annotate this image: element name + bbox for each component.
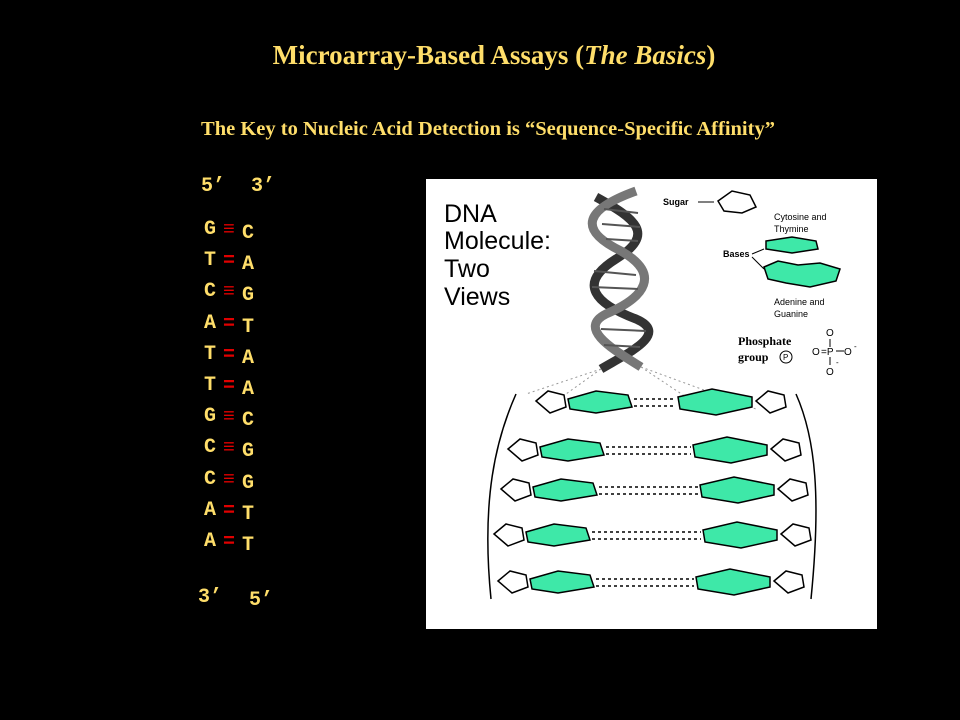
- figure-heading-3: Two: [444, 255, 490, 283]
- hydrogen-bond-9: ≡: [223, 468, 236, 492]
- title-italic: The Basics: [584, 40, 707, 70]
- phosphate-icon-letter: P: [783, 353, 788, 362]
- svg-text:=P: =P: [821, 347, 834, 358]
- svg-text:O: O: [826, 367, 834, 378]
- base-left-10: A: [204, 498, 217, 522]
- ladder-rung-3: [499, 476, 809, 504]
- hydrogen-bond-5: =: [223, 343, 236, 367]
- ladder-rung-4: [492, 521, 812, 549]
- strand-end-bottom-left: 3’: [198, 586, 223, 609]
- legend-adenine-line2: Guanine: [774, 309, 808, 319]
- hydrogen-bond-4: =: [223, 312, 236, 336]
- hydrogen-bond-11: =: [223, 531, 236, 554]
- figure-legend: Sugar Cytosine and Thymine Bases Adenine…: [663, 190, 857, 378]
- hydrogen-bond-3: ≡: [223, 281, 236, 305]
- base-right-6: A: [242, 378, 255, 401]
- base-left-4: A: [204, 311, 217, 335]
- legend-cytosine-line1: Cytosine and: [774, 212, 827, 222]
- legend-sugar-label: Sugar: [663, 197, 689, 207]
- right-backbone: [795, 393, 817, 600]
- base-left-8: C: [204, 436, 217, 460]
- purine-base-icon: [763, 260, 841, 288]
- base-right-10: T: [242, 502, 255, 526]
- base-right-2: A: [242, 253, 255, 277]
- base-right-7: C: [242, 409, 255, 433]
- base-left-6: T: [204, 374, 217, 397]
- slide-title: Microarray-Based Assays (The Basics): [0, 40, 960, 71]
- base-left-9: C: [204, 467, 217, 491]
- base-right-11: T: [242, 534, 255, 557]
- base-left-5: T: [204, 342, 217, 366]
- figure-heading-4: Views: [444, 283, 510, 311]
- legend-phosphate-line2: group: [738, 350, 769, 364]
- legend-adenine-line1: Adenine and: [774, 297, 825, 307]
- legend-bases-label: Bases: [723, 249, 750, 259]
- title-text: Microarray-Based Assays (: [272, 40, 585, 70]
- pyrimidine-base-icon: [765, 236, 819, 254]
- base-left-3: C: [204, 280, 217, 304]
- base-right-8: G: [242, 440, 255, 464]
- svg-text:-: -: [854, 342, 857, 351]
- sugar-phosphate-ladder: [487, 388, 817, 600]
- base-right-9: G: [242, 471, 255, 495]
- svg-text:O: O: [812, 347, 820, 358]
- dna-molecule-figure: DNA Molecule: Two Views Sugar Cytosine a…: [426, 179, 877, 629]
- hydrogen-bond-10: =: [223, 499, 236, 523]
- figure-heading-1: DNA: [444, 200, 497, 228]
- title-close: ): [706, 40, 716, 70]
- hydrogen-bond-2: =: [223, 250, 236, 274]
- svg-text:O: O: [844, 347, 852, 358]
- sugar-pentagon-icon: [717, 190, 758, 214]
- hydrogen-bond-1: ≡: [223, 219, 236, 242]
- base-right-1: C: [242, 222, 255, 245]
- ladder-rung-2: [506, 436, 802, 464]
- slide-subtitle: The Key to Nucleic Acid Detection is “Se…: [201, 118, 775, 140]
- dna-figure-svg: DNA Molecule: Two Views Sugar Cytosine a…: [444, 186, 857, 600]
- base-right-4: T: [242, 315, 255, 339]
- figure-heading-2: Molecule:: [444, 227, 551, 255]
- strand-end-top-left: 5’: [201, 175, 226, 198]
- base-left-2: T: [204, 249, 217, 273]
- legend-cytosine-line2: Thymine: [774, 224, 809, 234]
- svg-text:-: -: [836, 358, 839, 367]
- base-left-7: G: [204, 405, 217, 429]
- double-helix-illustration: [525, 186, 757, 410]
- legend-phosphate-line1: Phosphate: [738, 334, 792, 348]
- hydrogen-bond-7: ≡: [223, 406, 236, 430]
- base-left-11: A: [204, 530, 217, 553]
- phosphate-structure-icon: O O=P O- O-: [812, 328, 857, 378]
- svg-text:O: O: [826, 328, 834, 339]
- hydrogen-bond-8: ≡: [223, 437, 236, 461]
- ladder-rung-5: [496, 568, 805, 596]
- left-backbone: [487, 393, 517, 600]
- ladder-rung-1: [534, 388, 787, 416]
- hydrogen-bond-6: =: [223, 375, 236, 398]
- phosphate-icon: [779, 350, 793, 364]
- base-right-5: A: [242, 346, 255, 370]
- base-left-1: G: [204, 218, 217, 241]
- strand-end-top-right: 3’: [251, 175, 276, 198]
- base-right-3: G: [242, 284, 255, 308]
- strand-end-bottom-right: 5’: [249, 589, 274, 612]
